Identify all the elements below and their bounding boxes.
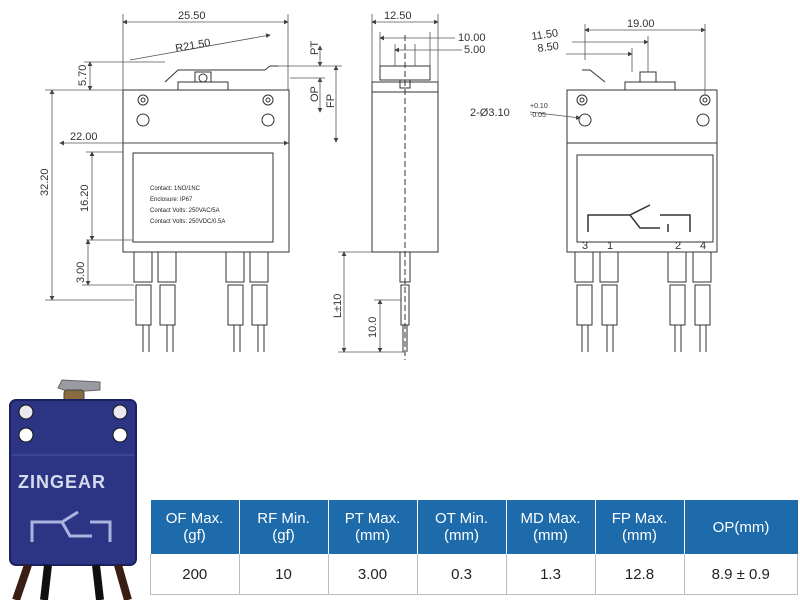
header-fp-max: FP Max.(mm) xyxy=(595,500,685,554)
dim-length-10-0: 10.0 xyxy=(367,317,379,338)
dim-hole-diameter: 2-Ø3.10 xyxy=(470,107,510,119)
dim-width-8-50: 8.50 xyxy=(537,40,560,55)
header-op: OP(mm) xyxy=(684,500,798,554)
wire xyxy=(40,564,52,600)
wire xyxy=(92,564,104,600)
lever xyxy=(164,65,271,83)
header-pt-max: PT Max.(mm) xyxy=(328,500,418,554)
terminal-label: 1 xyxy=(607,240,613,252)
front-body-outline xyxy=(122,89,290,253)
dim-radius: R21.50 xyxy=(174,37,211,55)
dim-length-l: L±10 xyxy=(332,294,344,318)
schematic-plate xyxy=(576,154,714,243)
switch-body xyxy=(9,399,137,566)
dim-op: OP xyxy=(309,86,321,102)
value-md-max: 1.3 xyxy=(505,554,596,595)
dim-width-11-50: 11.50 xyxy=(531,27,559,43)
brand-logo: ZINGEAR xyxy=(18,472,106,492)
terminal-label: 2 xyxy=(675,240,681,252)
label-line-3: Contact Volts: 250VAC/5A xyxy=(150,208,220,214)
mount-hole-left-icon xyxy=(18,404,34,420)
back-dimensions xyxy=(529,24,706,120)
mount-hole-left-icon xyxy=(18,427,34,443)
dim-fp: FP xyxy=(325,94,337,108)
mounting-hole-left xyxy=(136,113,150,127)
dim-hole-tol-minus: -0.05 xyxy=(530,112,546,119)
back-lever xyxy=(582,69,606,83)
dim-hole-tol-plus: +0.10 xyxy=(530,103,548,110)
terminal-label: 4 xyxy=(700,240,706,252)
dim-height-32-20: 32.20 xyxy=(39,168,51,196)
value-rf-min: 10 xyxy=(238,554,329,595)
label-plate xyxy=(132,152,274,243)
dim-width-19-00: 19.00 xyxy=(627,18,655,30)
value-fp-max: 12.8 xyxy=(594,554,685,595)
dim-height-5-70: 5.70 xyxy=(77,65,89,86)
dim-width-12-50: 12.50 xyxy=(384,10,412,22)
dim-width-5-00: 5.00 xyxy=(464,44,485,56)
dim-width-22-00: 22.00 xyxy=(70,131,98,143)
product-photo: ZINGEAR xyxy=(9,379,137,600)
value-ot-min: 0.3 xyxy=(416,554,507,595)
technical-drawing: 25.50 R21.50 5.70 32.20 16.20 22.00 3.00… xyxy=(39,10,718,360)
wire xyxy=(114,563,132,600)
header-of-max: OF Max.(gf) xyxy=(150,500,240,554)
dim-pt: PT xyxy=(309,41,321,55)
side-view xyxy=(371,35,439,360)
spec-header-row: OF Max.(gf) RF Min.(gf) PT Max.(mm) OT M… xyxy=(150,500,798,554)
header-md-max: MD Max.(mm) xyxy=(506,500,596,554)
dim-width-25-50: 25.50 xyxy=(178,10,206,22)
header-rf-min: RF Min.(gf) xyxy=(239,500,329,554)
back-hole-right xyxy=(696,113,710,127)
wire xyxy=(12,563,32,600)
dim-height-3-00: 3.00 xyxy=(75,262,87,283)
spec-value-row: 200 10 3.00 0.3 1.3 12.8 8.9 ± 0.9 xyxy=(150,554,798,595)
value-op: 8.9 ± 0.9 xyxy=(683,554,798,595)
front-dimensions xyxy=(45,14,342,301)
label-line-1: Contact: 1NO/1NC xyxy=(150,186,201,192)
value-pt-max: 3.00 xyxy=(327,554,418,595)
spec-table: OF Max.(gf) RF Min.(gf) PT Max.(mm) OT M… xyxy=(150,500,798,595)
dim-width-10-00: 10.00 xyxy=(458,32,486,44)
mount-hole-right-icon xyxy=(112,404,128,420)
switch-symbol xyxy=(587,204,651,232)
value-of-max: 200 xyxy=(150,554,240,595)
label-line-4: Contact Volts: 250VDC/0.5A xyxy=(150,219,225,225)
mounting-hole-right xyxy=(261,113,275,127)
mount-hole-right-icon xyxy=(112,427,128,443)
side-dimensions xyxy=(338,14,462,353)
dim-height-16-20: 16.20 xyxy=(79,184,91,212)
switch-schematic-icon xyxy=(30,510,112,542)
back-hole-left xyxy=(578,113,592,127)
terminal-label: 3 xyxy=(582,240,588,252)
label-line-2: Enclosure: IP67 xyxy=(150,197,193,203)
header-ot-min: OT Min.(mm) xyxy=(417,500,507,554)
back-view xyxy=(566,69,718,352)
